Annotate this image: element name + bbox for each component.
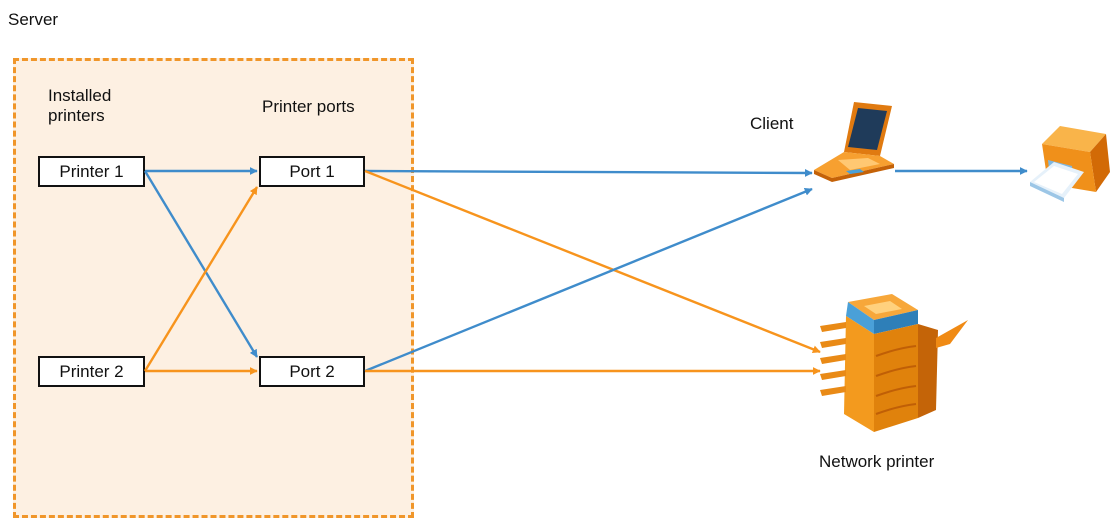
network-printer-label: Network printer <box>819 452 935 471</box>
laptop-icon[interactable] <box>810 98 896 184</box>
installed-printers-label: Installed printers <box>48 86 112 125</box>
server-label: Server <box>8 10 59 29</box>
port-2-box[interactable]: Port 2 <box>259 356 365 387</box>
network-printer-icon <box>820 294 968 432</box>
server-region <box>13 58 414 518</box>
printer-2-box[interactable]: Printer 2 <box>38 356 145 387</box>
local-printer-icon <box>1030 126 1110 202</box>
printer-ports-label: Printer ports <box>262 97 355 116</box>
port-1-box[interactable]: Port 1 <box>259 156 365 187</box>
client-label: Client <box>750 114 794 133</box>
arrow-printer1-port2 <box>143 170 259 358</box>
arrow-port1-client <box>364 168 813 177</box>
arrow-port1-network-printer <box>364 169 821 354</box>
arrow-port2-client <box>364 187 813 373</box>
arrow-printer2-port1 <box>143 186 259 372</box>
printer-1-box[interactable]: Printer 1 <box>38 156 145 187</box>
